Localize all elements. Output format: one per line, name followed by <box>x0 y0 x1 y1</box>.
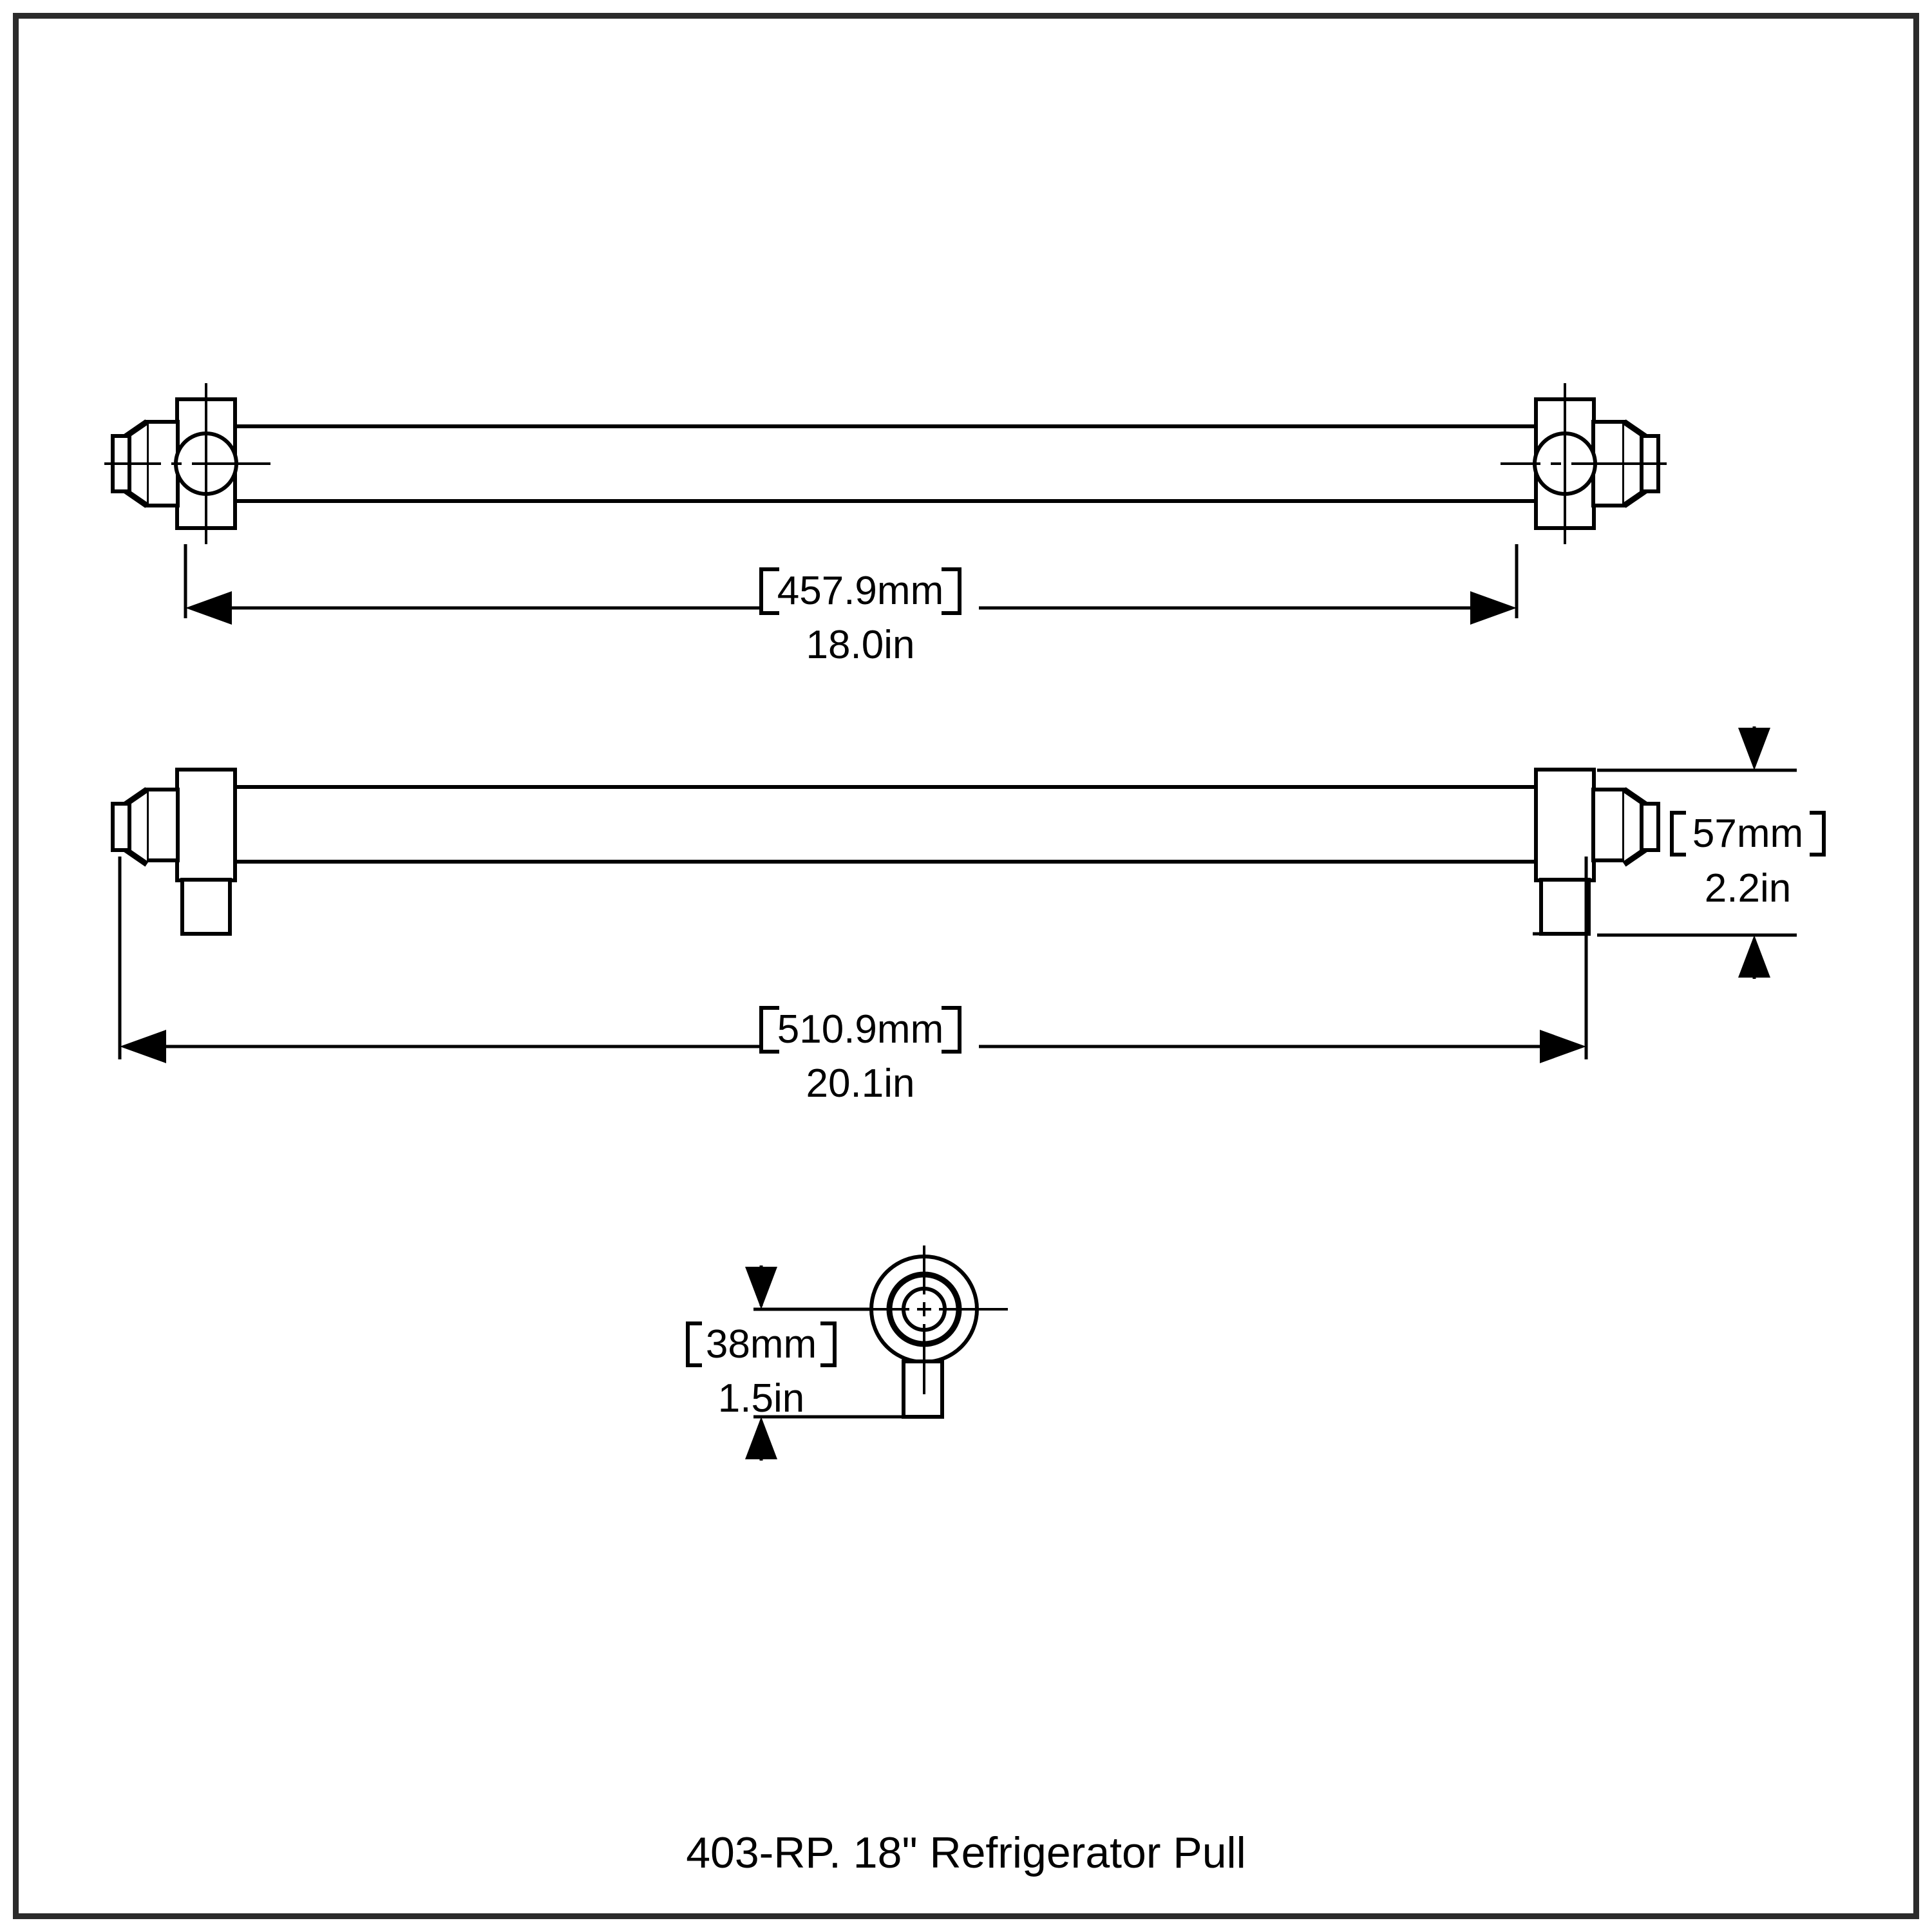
dim4-arrow-top <box>745 1267 777 1309</box>
front-view-right-end <box>1501 383 1667 544</box>
dimension-knob-diameter <box>686 1265 902 1461</box>
side-view <box>111 768 1660 936</box>
front-view <box>104 383 1667 544</box>
front-view-bar <box>213 424 1558 503</box>
front-view-left-end <box>104 383 270 544</box>
side-view-left-mount-stem <box>180 878 232 936</box>
dim1-bracket-open <box>759 567 779 615</box>
side-view-left-post-block <box>175 768 237 882</box>
dim3-arrow-top <box>1738 728 1770 770</box>
dim4-bracket-open <box>686 1321 702 1367</box>
dim2-metric-label: 510.9mm <box>777 1007 943 1052</box>
dim1-arrow-left <box>185 591 232 625</box>
side-view-right-mount-stem <box>1539 878 1591 936</box>
side-view-left-collar <box>145 788 180 862</box>
dim2-bracket-open <box>759 1006 779 1054</box>
dim4-metric-label: 38mm <box>706 1322 817 1367</box>
dim2-arrow-right <box>1540 1030 1586 1063</box>
end-view <box>863 1245 1008 1419</box>
dim2-imperial-label: 20.1in <box>806 1061 915 1106</box>
dimension-center-to-center <box>184 544 1519 625</box>
side-view-right-end-cap <box>1640 802 1660 852</box>
dim3-imperial-label: 2.2in <box>1705 866 1791 911</box>
dim3-bracket-close <box>1810 811 1826 857</box>
side-view-right-end <box>1534 768 1660 936</box>
dim3-metric-label: 57mm <box>1692 811 1803 856</box>
dim2-bracket-close <box>942 1006 961 1054</box>
dim4-bracket-close <box>820 1321 837 1367</box>
side-view-bar <box>213 785 1558 864</box>
dimension-overall-length <box>118 857 1589 1063</box>
dim1-metric-label: 457.9mm <box>777 569 943 613</box>
dim3-arrow-bottom <box>1738 935 1770 978</box>
side-view-left-end-cap <box>111 802 131 852</box>
dim4-arrow-bottom <box>745 1417 777 1459</box>
drawing-title: 403-RP. 18" Refrigerator Pull <box>686 1828 1246 1877</box>
dim1-arrow-right <box>1470 591 1517 625</box>
end-view-centerlines <box>863 1245 1008 1394</box>
side-view-left-end <box>111 768 237 936</box>
dim1-imperial-label: 18.0in <box>806 623 915 667</box>
dim2-arrow-left <box>120 1030 166 1063</box>
dim1-bracket-close <box>942 567 961 615</box>
dimension-projection-depth <box>1597 726 1826 979</box>
dim4-imperial-label: 1.5in <box>718 1376 804 1421</box>
side-view-right-collar <box>1591 788 1626 862</box>
dim3-bracket-open <box>1670 811 1686 857</box>
sheet-border <box>13 13 1919 1919</box>
